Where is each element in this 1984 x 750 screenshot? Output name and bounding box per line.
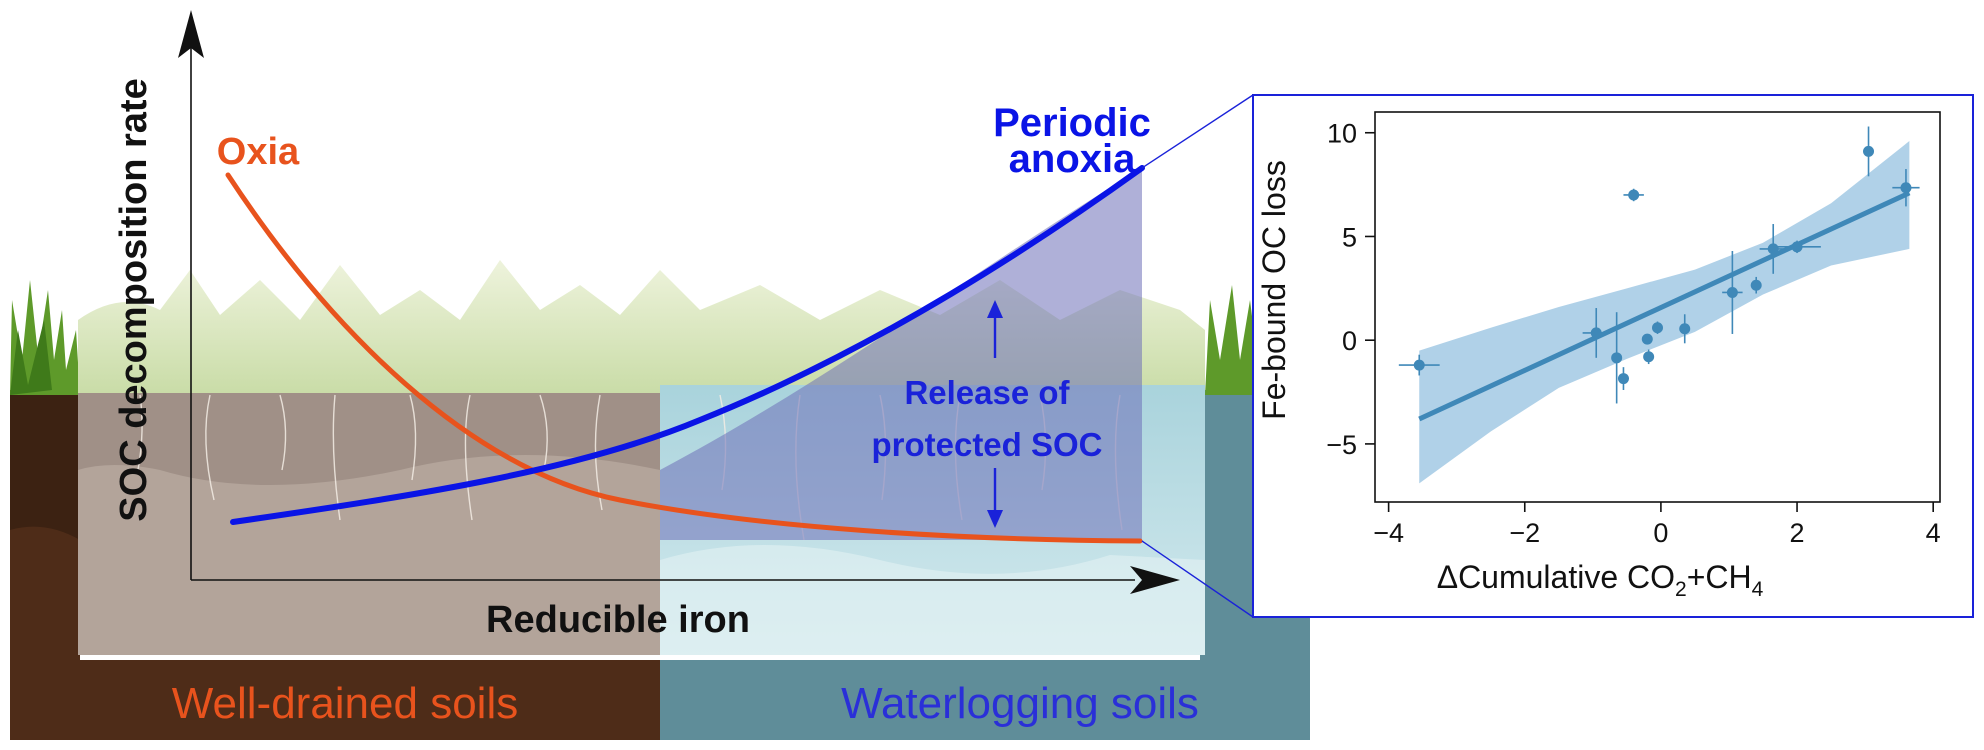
oxia-curve — [225, 172, 1143, 544]
release-arrow-down-head — [987, 510, 1003, 528]
scatter-point — [1617, 373, 1629, 385]
release-arrows — [987, 300, 1003, 528]
y-axis-arrowhead — [178, 10, 204, 58]
inset-x-label-plus: +CH — [1687, 559, 1752, 595]
inset-x-label-sub2: 4 — [1752, 578, 1764, 601]
scatter-point — [1679, 323, 1691, 335]
y-tick-label: −5 — [1326, 430, 1357, 460]
inset-x-label-main: ΔCumulative CO — [1437, 559, 1675, 595]
scatter-point — [1767, 243, 1779, 255]
oxia-label: Oxia — [217, 131, 300, 173]
scatter-point — [1413, 359, 1425, 371]
release-shaded-area — [660, 168, 1142, 540]
scatter-point — [1611, 352, 1623, 364]
release-arrow-up-head — [987, 300, 1003, 318]
zoom-connector-bottom — [1141, 540, 1254, 618]
waterlogging-soil-band — [660, 660, 1310, 740]
left-soil-lower — [10, 526, 80, 670]
regression-line — [1418, 190, 1911, 422]
grey-soil-shadow — [78, 393, 660, 485]
scatter-point — [1863, 145, 1875, 157]
water-ripples — [660, 545, 1205, 655]
x-axis-label: Reducible iron — [486, 599, 750, 641]
main-axes — [178, 10, 1180, 594]
inset-chart: −4 −2 0 2 4 −5 0 5 10 Fe-bound OC loss ΔCumulati… — [1252, 94, 1974, 618]
left-grass-shade — [10, 320, 52, 395]
scatter-point — [1641, 333, 1653, 345]
scatter-point — [1643, 351, 1655, 363]
x-tick-label: −4 — [1373, 518, 1404, 548]
release-label-line1: Release of — [904, 374, 1070, 411]
y-tick-label: 5 — [1342, 222, 1357, 252]
inset-y-label: Fe-bound OC loss — [1256, 160, 1292, 420]
inset-plot-box — [1374, 111, 1941, 503]
scatter-point — [1900, 182, 1912, 194]
scatter-point — [1726, 286, 1738, 298]
x-tick-label: 0 — [1653, 518, 1668, 548]
y-tick-label: 10 — [1327, 119, 1357, 149]
landscape-background — [10, 168, 1310, 740]
x-tick-label: 4 — [1926, 518, 1941, 548]
scatter-point — [1590, 327, 1602, 339]
scatter-point — [1628, 189, 1640, 201]
anoxia-label-line1: Periodic — [993, 101, 1151, 145]
inset-marks: −4 −2 0 2 4 −5 0 5 10 — [1326, 119, 1941, 548]
zone-right-label: Waterlogging soils — [841, 679, 1199, 728]
x-axis-arrowhead — [1130, 566, 1180, 594]
zoom-connectors — [1141, 94, 1254, 618]
zoom-connector-top — [1141, 94, 1254, 169]
y-tick-label: 0 — [1342, 326, 1357, 356]
x-tick-label: 2 — [1790, 518, 1805, 548]
confidence-band — [1419, 141, 1910, 484]
inset-x-label-sub1: 2 — [1675, 578, 1687, 601]
x-tick-label: −2 — [1509, 518, 1540, 548]
y-axis-label: SOC decomposition rate — [113, 78, 155, 521]
zone-left-label: Well-drained soils — [172, 679, 518, 728]
periodic-anoxia-curve — [230, 165, 1145, 525]
scatter-point — [1791, 241, 1803, 253]
well-drained-soil-band — [10, 660, 660, 740]
scatter-point — [1652, 322, 1663, 334]
release-label-line2: protected SOC — [871, 426, 1102, 463]
scatter-point — [1750, 279, 1762, 291]
anoxia-label-line2: anoxia — [1009, 137, 1136, 181]
inset-x-label: ΔCumulative CO2+CH4 — [1437, 559, 1764, 601]
